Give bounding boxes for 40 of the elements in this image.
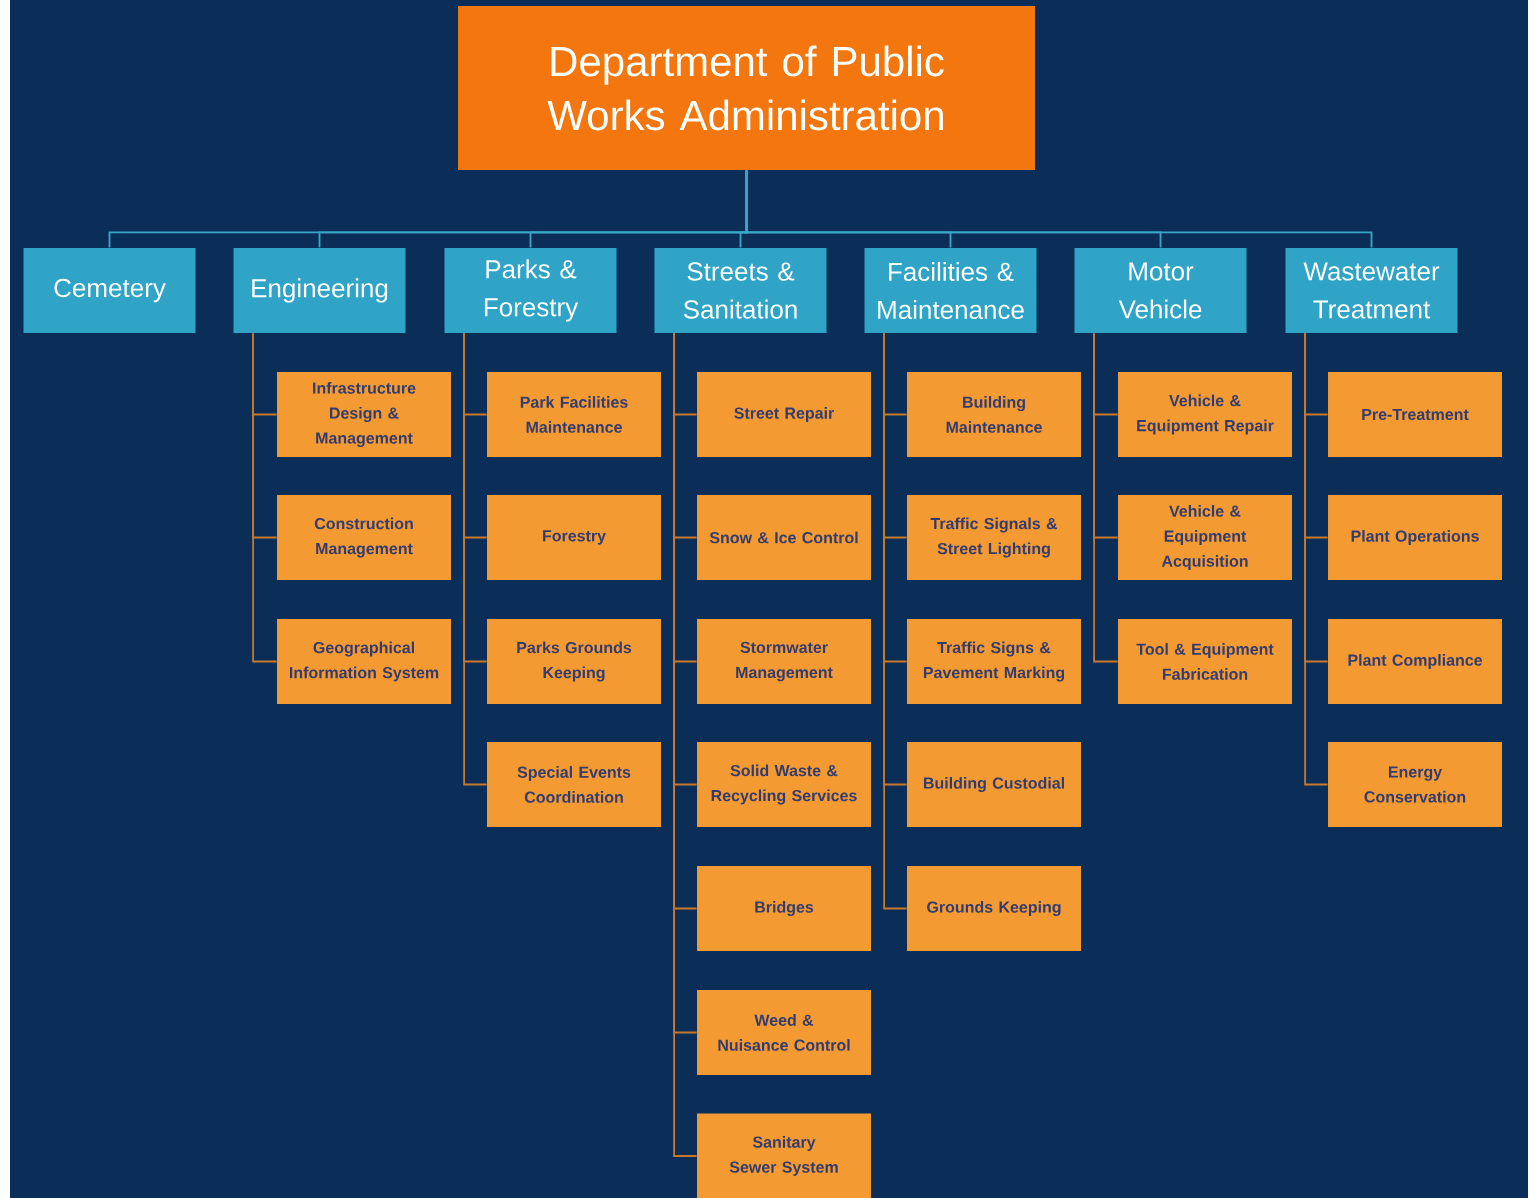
unit-box: Forestry [487,495,661,580]
connector-line [463,332,488,786]
unit-box: Grounds Keeping [907,866,1081,951]
unit-box: Vehicle & Equipment Repair [1118,372,1292,457]
unit-box: Bridges [697,866,871,951]
unit-box: Tool & Equipment Fabrication [1118,619,1292,704]
unit-box: Building Maintenance [907,372,1081,457]
unit-box: Energy Conservation [1328,742,1502,827]
department-box: Cemetery [23,248,196,333]
department-box: Parks & Forestry [444,248,617,333]
unit-box: Street Repair [697,372,871,457]
unit-box: Park Facilities Maintenance [487,372,661,457]
unit-box: Construction Management [277,495,451,580]
department-box: Motor Vehicle [1074,248,1247,333]
department-box: Streets & Sanitation [654,248,827,333]
unit-box: Traffic Signals & Street Lighting [907,495,1081,580]
unit-box: Geographical Information System [277,619,451,704]
unit-box: Infrastructure Design & Management [277,372,451,457]
connector-line [883,332,908,910]
unit-box: Plant Operations [1328,495,1502,580]
department-box: Facilities & Maintenance [864,248,1037,333]
connector-line [745,169,1373,249]
unit-box: Special Events Coordination [487,742,661,827]
unit-box: Solid Waste & Recycling Services [697,742,871,827]
unit-box: Weed & Nuisance Control [697,990,871,1075]
unit-box: Vehicle & Equipment Acquisition [1118,495,1292,580]
title-box: Department of Public Works Administration [458,6,1035,170]
unit-box: Traffic Signs & Pavement Marking [907,619,1081,704]
unit-box: Stormwater Management [697,619,871,704]
unit-box: Sanitary Sewer System [697,1113,871,1198]
unit-box: Plant Compliance [1328,619,1502,704]
department-box: Wastewater Treatment [1285,248,1458,333]
connector-line [1093,332,1119,663]
department-box: Engineering [233,248,406,333]
unit-box: Building Custodial [907,742,1081,827]
unit-box: Parks Grounds Keeping [487,619,661,704]
unit-box: Snow & Ice Control [697,495,871,580]
connector-line [252,332,278,663]
connector-line [1304,332,1329,786]
unit-box: Pre-Treatment [1328,372,1502,457]
